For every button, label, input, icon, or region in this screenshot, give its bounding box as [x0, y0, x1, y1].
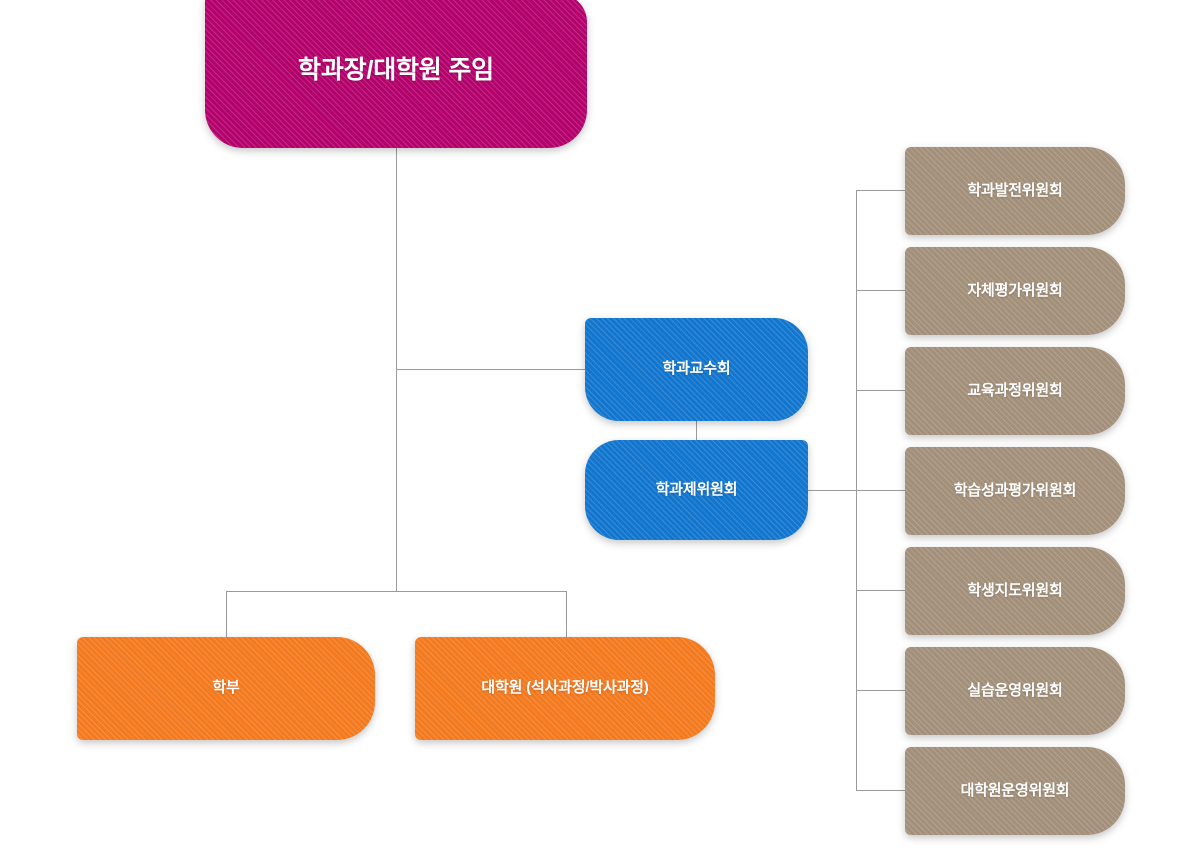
node-department-head[interactable]: 학과장/대학원 주임 [205, 0, 587, 148]
node-committee-self-evaluation-label: 자체평가위원회 [967, 281, 1063, 299]
connector-root-to-councils [396, 369, 586, 370]
node-undergraduate[interactable]: 학부 [77, 637, 375, 740]
node-committee-self-evaluation[interactable]: 자체평가위원회 [905, 247, 1125, 335]
node-department-committees[interactable]: 학과제위원회 [585, 440, 808, 540]
node-department-head-label: 학과장/대학원 주임 [298, 56, 494, 85]
connector-committee-stub-3 [856, 390, 906, 391]
node-committee-practicum-label: 실습운영위원회 [967, 681, 1063, 699]
node-faculty-council[interactable]: 학과교수회 [585, 318, 808, 421]
node-department-committees-label: 학과제위원회 [655, 480, 738, 498]
connector-council-to-committees [808, 490, 857, 491]
connector-committee-stub-6 [856, 690, 906, 691]
node-undergraduate-label: 학부 [212, 679, 240, 697]
node-graduate-label: 대학원 (석사과정/박사과정) [481, 679, 649, 697]
connector-council-link [696, 420, 697, 441]
node-committee-student-guidance[interactable]: 학생지도위원회 [905, 547, 1125, 635]
node-committee-development-label: 학과발전위원회 [967, 181, 1063, 199]
node-committee-learning-outcomes[interactable]: 학습성과평가위원회 [905, 447, 1125, 535]
node-committee-learning-outcomes-label: 학습성과평가위원회 [953, 481, 1077, 499]
node-committee-curriculum[interactable]: 교육과정위원회 [905, 347, 1125, 435]
connector-root-trunk [396, 148, 397, 592]
node-graduate[interactable]: 대학원 (석사과정/박사과정) [415, 637, 715, 740]
node-committee-development[interactable]: 학과발전위원회 [905, 147, 1125, 235]
node-committee-practicum[interactable]: 실습운영위원회 [905, 647, 1125, 735]
connector-program-drop-right [566, 591, 567, 638]
connector-committee-stub-5 [856, 590, 906, 591]
node-committee-graduate-operations-label: 대학원운영위원회 [960, 781, 1070, 799]
connector-committee-stub-4 [856, 490, 906, 491]
connector-committee-stub-1 [856, 190, 906, 191]
node-committee-curriculum-label: 교육과정위원회 [967, 381, 1063, 399]
connector-committee-stub-2 [856, 290, 906, 291]
node-faculty-council-label: 학과교수회 [662, 360, 731, 378]
connector-programs-bar [226, 591, 567, 592]
connector-program-drop-left [226, 591, 227, 638]
connector-committee-stub-7 [856, 790, 906, 791]
node-committee-graduate-operations[interactable]: 대학원운영위원회 [905, 747, 1125, 835]
node-committee-student-guidance-label: 학생지도위원회 [967, 581, 1063, 599]
